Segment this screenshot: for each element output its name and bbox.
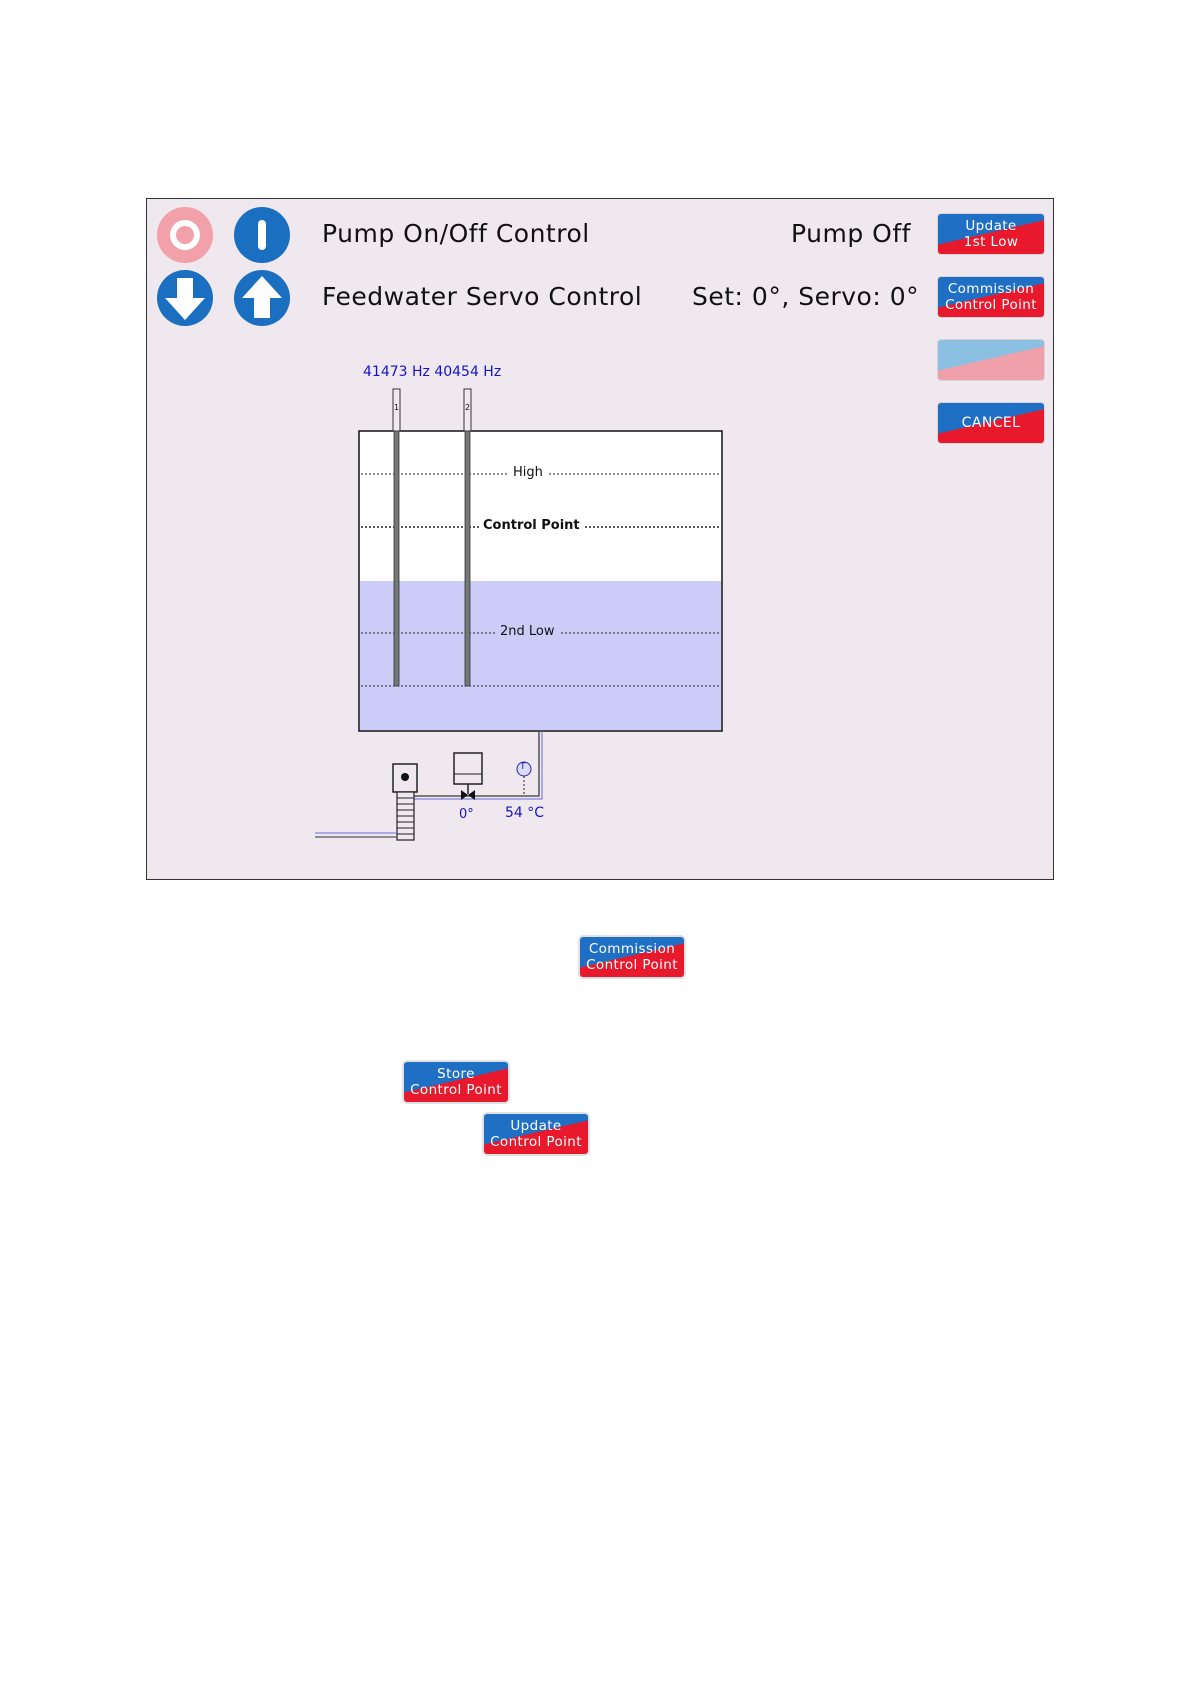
control-point-label: Control Point [479,518,584,533]
button-line-1: Update [484,1118,588,1134]
button-line-1: Commission [580,941,684,957]
probe-2 [464,389,471,686]
control-screen: Pump On/Off Control Pump Off Feedwater S… [146,198,1054,880]
button-line-2: Control Point [580,957,684,973]
feed-pump [393,764,417,840]
button-line-2: Control Point [404,1082,508,1098]
update-control-point-button[interactable]: Update Control Point [484,1114,588,1154]
high-level-label: High [509,465,547,480]
probe-2-label: 2 [465,403,470,412]
commission-control-point-doc-button[interactable]: Commission Control Point [580,937,684,977]
button-line-1: Store [404,1066,508,1082]
probe-1-label: 1 [394,403,399,412]
water-level [360,581,721,730]
temperature-readout: 54 °C [505,805,544,821]
servo-valve [454,753,482,800]
second-low-label: 2nd Low [496,624,559,639]
button-line-2: Control Point [484,1134,588,1150]
boiler-diagram [147,199,1052,877]
store-control-point-button[interactable]: Store Control Point [404,1062,508,1102]
temp-sensor-label: T [520,762,526,772]
probe-1 [393,389,400,686]
valve-angle: 0° [459,807,474,822]
